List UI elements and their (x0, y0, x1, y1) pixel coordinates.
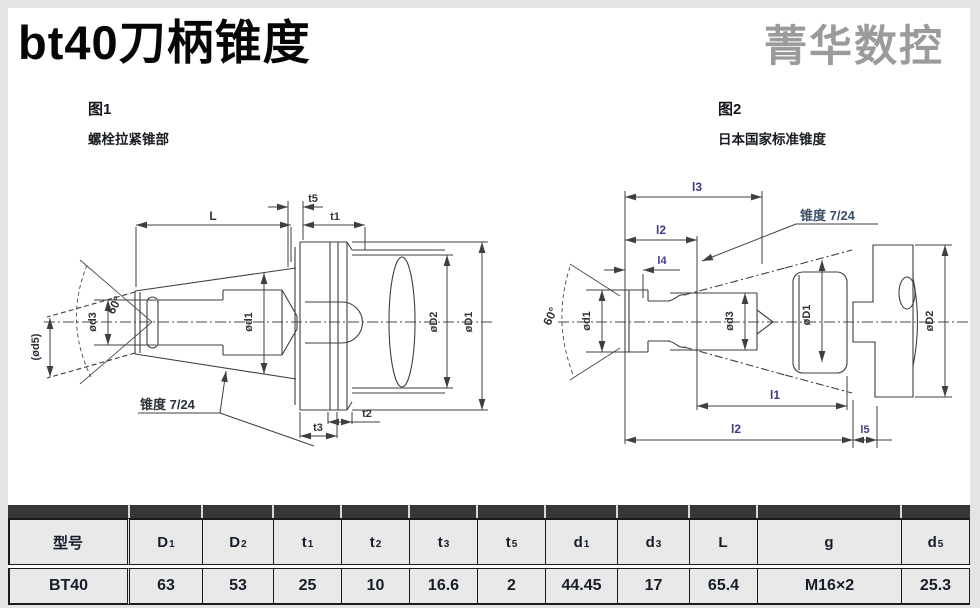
cell-t3: 16.6 (410, 568, 478, 605)
page-title: bt40刀柄锥度 (18, 16, 311, 69)
fig2-angle-construction (561, 263, 626, 381)
fig2-shank-outline (624, 289, 774, 353)
fig2-caption-block: 图2 日本国家标准锥度 (718, 98, 826, 148)
fig2-caption: 图2 (718, 101, 742, 118)
fig2-taper-phantom-lines (683, 249, 853, 394)
cell-model: BT40 (8, 568, 130, 605)
cell-t1: 25 (274, 568, 342, 605)
sheet-background: bt40刀柄锥度 菁华数控 图1 螺栓拉紧锥部 图2 日本国家标准锥度 (8, 8, 970, 605)
fig1-dimensions (46, 201, 488, 447)
fig2-dimensions (598, 191, 952, 448)
brand-logo-text: 菁华数控 (764, 23, 944, 71)
fig1-angle-construction (46, 259, 153, 385)
cell-t2: 10 (342, 568, 410, 605)
table-data-row: BT40 63 53 25 10 16.6 2 44.45 17 65.4 M1… (8, 568, 970, 605)
fig1-drawing: t5 t1 L 60° (ød5) ød3 ød1 øD2 øD1 锥度 7/2… (30, 193, 492, 447)
table-top-bar (8, 505, 970, 518)
fig2-label-d1: ød1 (581, 311, 593, 331)
col-header-model: 型号 (8, 518, 130, 565)
cell-d3: 17 (618, 568, 690, 605)
cell-D2: 53 (203, 568, 274, 605)
fig1-label-D2: øD2 (428, 312, 440, 333)
cell-L: 65.4 (690, 568, 758, 605)
fig1-label-t2: t2 (362, 408, 372, 420)
fig1-label-t3: t3 (313, 422, 323, 434)
fig1-label-taper: 锥度 7/24 (140, 397, 196, 412)
cell-g: M16×2 (758, 568, 902, 605)
fig2-label-l2b: l2 (731, 422, 741, 436)
fig1-label-d3: ød3 (87, 312, 99, 332)
fig1-cone-outline (134, 267, 298, 380)
fig2-label-D2: øD2 (924, 311, 936, 332)
fig2-label-l4: l4 (657, 255, 667, 267)
col-header-L: L (690, 518, 758, 565)
fig2-label-l5: l5 (860, 424, 869, 436)
fig1-label-angle: 60° (104, 294, 125, 317)
fig1-label-d5: (ød5) (30, 333, 42, 360)
fig2-label-D1: øD1 (801, 305, 813, 326)
fig2-label-l3: l3 (692, 180, 702, 194)
fig2-label-l1: l1 (770, 388, 780, 402)
fig2-drawing: l3 l2 l4 锥度 7/24 60° ød1 ød3 øD1 øD2 l1 … (540, 180, 968, 448)
cell-D1: 63 (130, 568, 203, 605)
col-header-g: g (758, 518, 902, 565)
fig1-label-t5: t5 (308, 193, 318, 205)
cell-d5: 25.3 (902, 568, 970, 605)
cell-t5: 2 (478, 568, 546, 605)
fig2-label-d3: ød3 (724, 311, 736, 331)
fig1-label-d1: ød1 (243, 312, 255, 332)
fig1-subcaption: 螺栓拉紧锥部 (88, 132, 169, 147)
fig2-label-angle: 60° (540, 305, 560, 328)
fig2-label-taper: 锥度 7/24 (800, 208, 856, 223)
fig1-label-t1: t1 (330, 211, 340, 223)
cell-d1: 44.45 (546, 568, 618, 605)
fig2-label-l2: l2 (656, 223, 666, 237)
fig1-flange-cylinder (294, 241, 445, 411)
fig1-caption-block: 图1 螺栓拉紧锥部 (88, 98, 169, 148)
fig1-label-D1: øD1 (463, 312, 475, 333)
fig1-label-L: L (209, 209, 216, 223)
fig2-subcaption: 日本国家标准锥度 (718, 132, 826, 147)
fig1-caption: 图1 (88, 101, 112, 118)
